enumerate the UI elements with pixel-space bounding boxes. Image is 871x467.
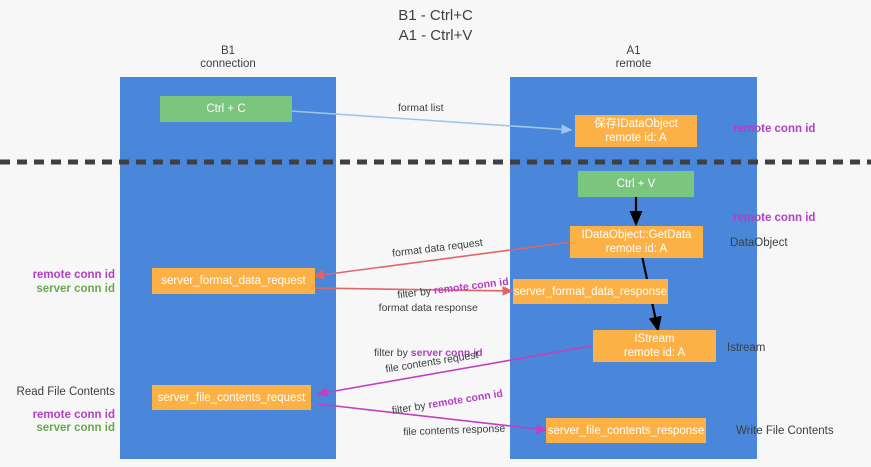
annotation-left-remote-conn-id-2: remote conn id [32,409,115,421]
annotation-read-file-contents: Read File Contents [16,386,115,398]
lane-header-a1: A1 remote [615,45,652,70]
node-save-idataobject[interactable]: 保存IDataObject remote id: A [575,115,697,147]
annotation-remote-conn-id-mid: remote conn id [733,212,816,224]
annotation-dataobject: DataObject [730,237,788,249]
edge-label-file-contents-response-line1: file contents response [402,422,506,439]
node-istream[interactable]: IStream remote id: A [593,330,716,362]
annotation-write-file-contents: Write File Contents [736,425,834,437]
lane-header-b1: B1 connection [200,45,256,70]
node-server-format-data-request[interactable]: server_format_data_request [152,268,315,294]
annotation-istream: Istream [727,342,766,354]
edge-label-format-list: format list [398,102,444,114]
edge-label-file-contents-request-line1: file contents request [384,348,480,376]
annotation-left-server-conn-id-2: server conn id [36,422,115,434]
edge-label-format-data-response-line1: format data response [378,302,478,314]
page-title: B1 - Ctrl+C A1 - Ctrl+V [398,7,473,44]
node-server-file-contents-request[interactable]: server_file_contents_request [152,385,311,410]
annotation-remote-conn-id-top: remote conn id [733,123,816,135]
node-ctrl-c[interactable]: Ctrl + C [160,96,292,122]
annotation-left-server-conn-id: server conn id [36,283,115,295]
node-idataobject-getdata[interactable]: IDataObject::GetData remote id: A [570,226,703,258]
node-ctrl-v[interactable]: Ctrl + V [578,171,694,197]
node-server-file-contents-response[interactable]: server_file_contents_response [546,418,706,443]
annotation-left-remote-conn-id: remote conn id [32,269,115,281]
node-server-format-data-response[interactable]: server_format_data_response [513,279,668,304]
edge-label-format-data-request-line1: format data request [391,236,484,260]
edge-label-file-contents-response: file contents response filter by server … [382,394,508,467]
